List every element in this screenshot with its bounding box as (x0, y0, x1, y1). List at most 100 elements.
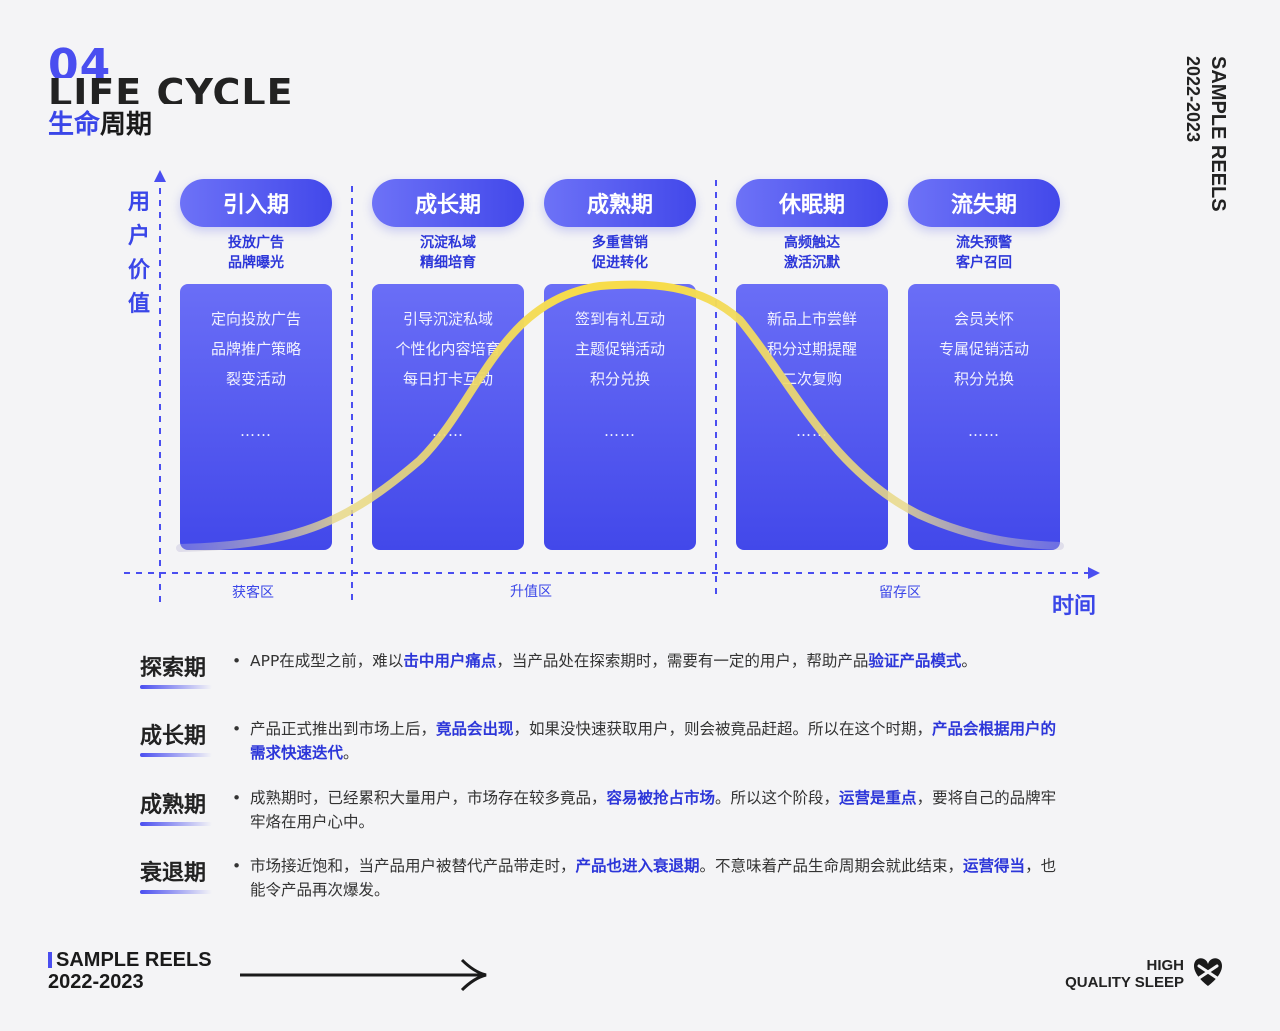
footer-reels-line1: SAMPLE REELS (56, 949, 212, 971)
stage-subtitle-line: 沉淀私域 (420, 235, 476, 251)
stage-card-item: 积分过期提醒 (766, 340, 857, 358)
section-title-en: LIFE CYCLE (48, 74, 294, 104)
description-segment: ，如果没快速获取用户，则会被竟品赶超。所以在这个时期， (513, 720, 933, 738)
description-segment: 。 (961, 652, 977, 670)
stage-pill: 休眠期 (736, 179, 888, 227)
description-title-underline (140, 890, 212, 894)
section-title-cn: 生命周期 (48, 110, 152, 141)
y-axis-label-char: 值 (127, 292, 150, 317)
stage-subtitle-line: 精细培育 (420, 255, 476, 271)
description-title-underline (140, 753, 212, 757)
stage-card: 引导沉淀私域个性化内容培育每日打卡互动…… (372, 284, 524, 550)
stage-subtitle-line: 投放广告 (228, 235, 284, 251)
footer-brand-line1: HIGH (1146, 957, 1185, 974)
stage-card-more: …… (432, 422, 464, 440)
footer-reels-line2: 2022-2023 (48, 971, 144, 993)
description-segment: ，当产品处在探索期时，需要有一定的用户，帮助产品 (496, 652, 869, 670)
stage-pill: 流失期 (908, 179, 1060, 227)
stage-card-item: 品牌推广策略 (210, 340, 301, 358)
description-segment: 。不意味着产品生命周期会就此结束， (699, 857, 964, 875)
y-axis-arrow (154, 170, 166, 182)
description-title: 成熟期 (140, 787, 230, 826)
stage-card-item: 积分兑换 (953, 370, 1014, 388)
description-highlight: 产品也进入衰退期 (575, 857, 700, 875)
description-title-text: 成熟期 (140, 793, 207, 818)
description-title: 成长期 (140, 718, 230, 757)
stage-pill: 成长期 (372, 179, 524, 227)
stage-subtitle-line: 客户召回 (956, 255, 1012, 271)
stage-subtitle-line: 促进转化 (592, 255, 648, 271)
description-text: • APP在成型之前，难以击中用户痛点，当产品处在探索期时，需要有一定的用户，帮助… (230, 649, 1070, 673)
bullet-icon: • (232, 789, 242, 807)
footer-brand-line2: QUALITY SLEEP (1065, 974, 1184, 991)
stage-card: 定向投放广告品牌推广策略裂变活动…… (180, 284, 332, 550)
footer-arrow-icon (240, 958, 487, 992)
stage-card-item: 积分兑换 (589, 370, 650, 388)
description-segment: ，要将自己的品牌牢牢烙在用户心中。 (250, 789, 1057, 831)
stage-subtitle: 高频触达激活沉默 (736, 233, 888, 273)
stage-subtitle-line: 多重营销 (592, 235, 648, 251)
description-text: •成熟期时，已经累积大量用户，市场存在较多竟品，容易被抢占市场。所以这个阶段，运… (230, 786, 1070, 834)
stage-subtitle-line: 品牌曝光 (228, 255, 284, 271)
stage-card-item: 新品上市尝鲜 (766, 310, 857, 328)
description-highlight: 产品会根据用户的需求快速迭代 (250, 720, 1057, 762)
stage-subtitle-line: 激活沉默 (784, 255, 840, 271)
x-axis-label: 时间 (1052, 594, 1097, 619)
x-axis-arrow (1088, 567, 1100, 579)
y-axis-label-char: 价 (127, 258, 150, 283)
description-segment: 市场接近饱和，当产品用户被替代产品带走时， (250, 857, 576, 875)
stage-card-item: 会员关怀 (953, 310, 1014, 328)
description-title-underline (140, 685, 212, 689)
description-title: 衰退期 (140, 855, 230, 894)
brand-logo-icon (1194, 958, 1222, 986)
description-highlight: 运营得当 (963, 857, 1026, 875)
description-highlight: 竟品会出现 (436, 720, 514, 738)
stage-card-more: …… (604, 422, 636, 440)
section-number: 04 (48, 44, 112, 78)
stage-card-item: 个性化内容培育 (395, 340, 501, 358)
description-segment: 。 (343, 744, 359, 762)
side-reels-line2: 2022-2023 (1183, 56, 1203, 143)
stage-subtitle: 流失预警客户召回 (908, 233, 1060, 273)
stage-subtitle-line: 高频触达 (784, 235, 840, 251)
bullet-icon: • (232, 720, 242, 738)
stage-card-item: 签到有礼互动 (574, 310, 665, 328)
description-segment: 。所以这个阶段， (715, 789, 840, 807)
description-title-text: 探索期 (140, 656, 207, 681)
side-reels-line1: SAMPLE REELS (1207, 56, 1229, 212)
stage-card: 会员关怀专属促销活动积分兑换…… (908, 284, 1060, 550)
stage-card-item: 主题促销活动 (574, 340, 665, 358)
stage-subtitle: 沉淀私域精细培育 (372, 233, 524, 273)
description-highlight: 击中用户痛点 (403, 652, 497, 670)
title-cn-accent: 生命 (48, 110, 101, 140)
description-title-text: 成长期 (140, 724, 207, 749)
stage-subtitle: 投放广告品牌曝光 (180, 233, 332, 273)
footer-accent-bar (48, 952, 52, 968)
description-text: •产品正式推出到市场上后，竟品会出现，如果没快速获取用户，则会被竟品赶超。所以在… (230, 717, 1070, 765)
y-axis-label: 用户价值 (124, 186, 154, 322)
y-axis-label-char: 用 (127, 190, 150, 215)
description-title: 探索期 (140, 650, 230, 689)
description-segment: APP在成型之前，难以 (250, 652, 404, 670)
y-axis-label-char: 户 (127, 224, 150, 249)
stage-card: 签到有礼互动主题促销活动积分兑换 …… (544, 284, 696, 550)
stage-pill: 引入期 (180, 179, 332, 227)
description-title-text: 衰退期 (140, 861, 207, 886)
stage-card-item: 二次复购 (781, 370, 842, 388)
description-segment: ，也能令产品再次爆发。 (250, 857, 1057, 899)
zone-retain: 留存区 (879, 585, 921, 601)
stage-card-item: 每日打卡互动 (402, 370, 493, 388)
stage-card-item: 裂变活动 (225, 370, 286, 388)
description-highlight: 容易被抢占市场 (606, 789, 716, 807)
stage-card: 新品上市尝鲜积分过期提醒二次复购…… (736, 284, 888, 550)
description-title-underline (140, 822, 212, 826)
stage-card-more: …… (968, 422, 1000, 440)
bullet-icon: • (232, 652, 242, 670)
stage-subtitle: 多重营销促进转化 (544, 233, 696, 273)
title-cn-rest: 周期 (100, 110, 153, 140)
stage-card-item: 定向投放广告 (210, 310, 301, 328)
zone-acquire: 获客区 (232, 585, 274, 601)
stage-pill: 成熟期 (544, 179, 696, 227)
description-segment: 成熟期时，已经累积大量用户，市场存在较多竟品， (250, 789, 607, 807)
side-branding: SAMPLE REELS 2022-2023 (1180, 56, 1240, 226)
